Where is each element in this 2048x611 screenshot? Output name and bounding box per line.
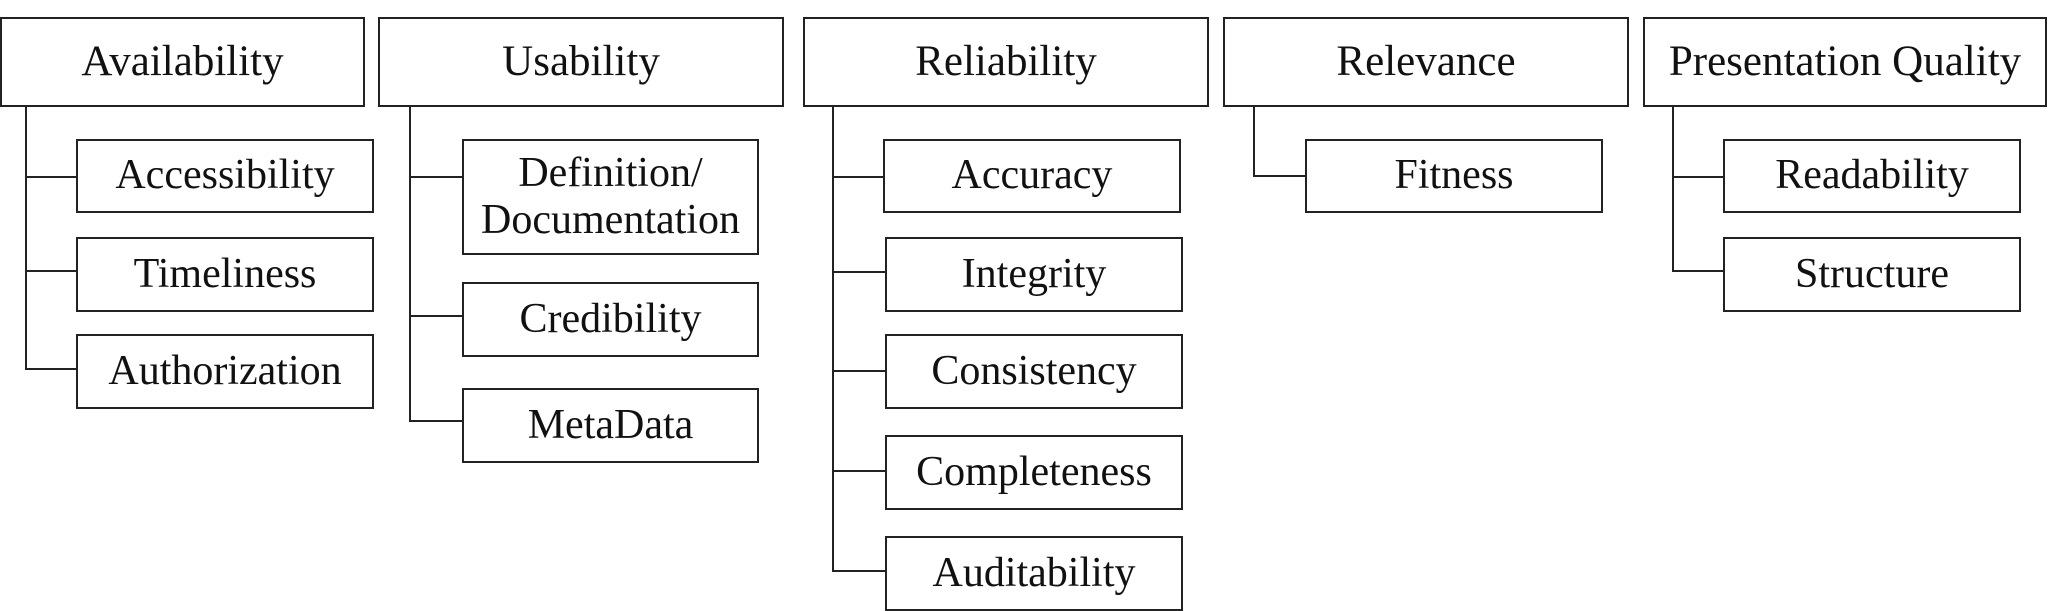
item-accessibility: Accessibility — [76, 139, 374, 213]
item-credibility: Credibility — [462, 282, 759, 357]
connector-availability-authorization — [25, 368, 77, 370]
item-fitness: Fitness — [1305, 139, 1603, 213]
connector-reliability-consistency — [832, 370, 886, 372]
connector-usability-metadata — [409, 420, 463, 422]
connector-usability-definition — [409, 176, 463, 178]
category-relevance: Relevance — [1223, 17, 1629, 107]
category-reliability: Reliability — [803, 17, 1209, 107]
item-accuracy: Accuracy — [883, 139, 1181, 213]
item-auditability: Auditability — [885, 536, 1183, 611]
item-structure: Structure — [1723, 237, 2021, 312]
connector-usability-credibility — [409, 315, 463, 317]
connector-reliability-vertical — [832, 107, 834, 572]
connector-reliability-auditability — [832, 570, 886, 572]
connector-presentation-quality-structure — [1672, 270, 1724, 272]
connector-usability-vertical — [409, 107, 411, 422]
connector-availability-vertical — [25, 107, 27, 370]
category-availability: Availability — [0, 17, 365, 107]
category-presentation-quality: Presentation Quality — [1643, 17, 2047, 107]
item-metadata: MetaData — [462, 388, 759, 463]
item-consistency: Consistency — [885, 334, 1183, 409]
connector-reliability-integrity — [832, 271, 886, 273]
item-timeliness: Timeliness — [76, 237, 374, 312]
connector-reliability-accuracy — [832, 176, 884, 178]
connector-availability-accessibility — [25, 176, 77, 178]
item-authorization: Authorization — [76, 334, 374, 409]
item-definition-documentation: Definition/ Documentation — [462, 139, 759, 255]
connector-presentation-quality-readability — [1672, 176, 1724, 178]
connector-availability-timeliness — [25, 270, 77, 272]
item-readability: Readability — [1723, 139, 2021, 213]
category-usability: Usability — [378, 17, 784, 107]
connector-reliability-completeness — [832, 470, 886, 472]
connector-relevance-fitness — [1253, 175, 1306, 177]
item-completeness: Completeness — [885, 435, 1183, 510]
connector-relevance-vertical — [1253, 107, 1255, 177]
item-integrity: Integrity — [885, 237, 1183, 312]
connector-presentation-quality-vertical — [1672, 107, 1674, 272]
